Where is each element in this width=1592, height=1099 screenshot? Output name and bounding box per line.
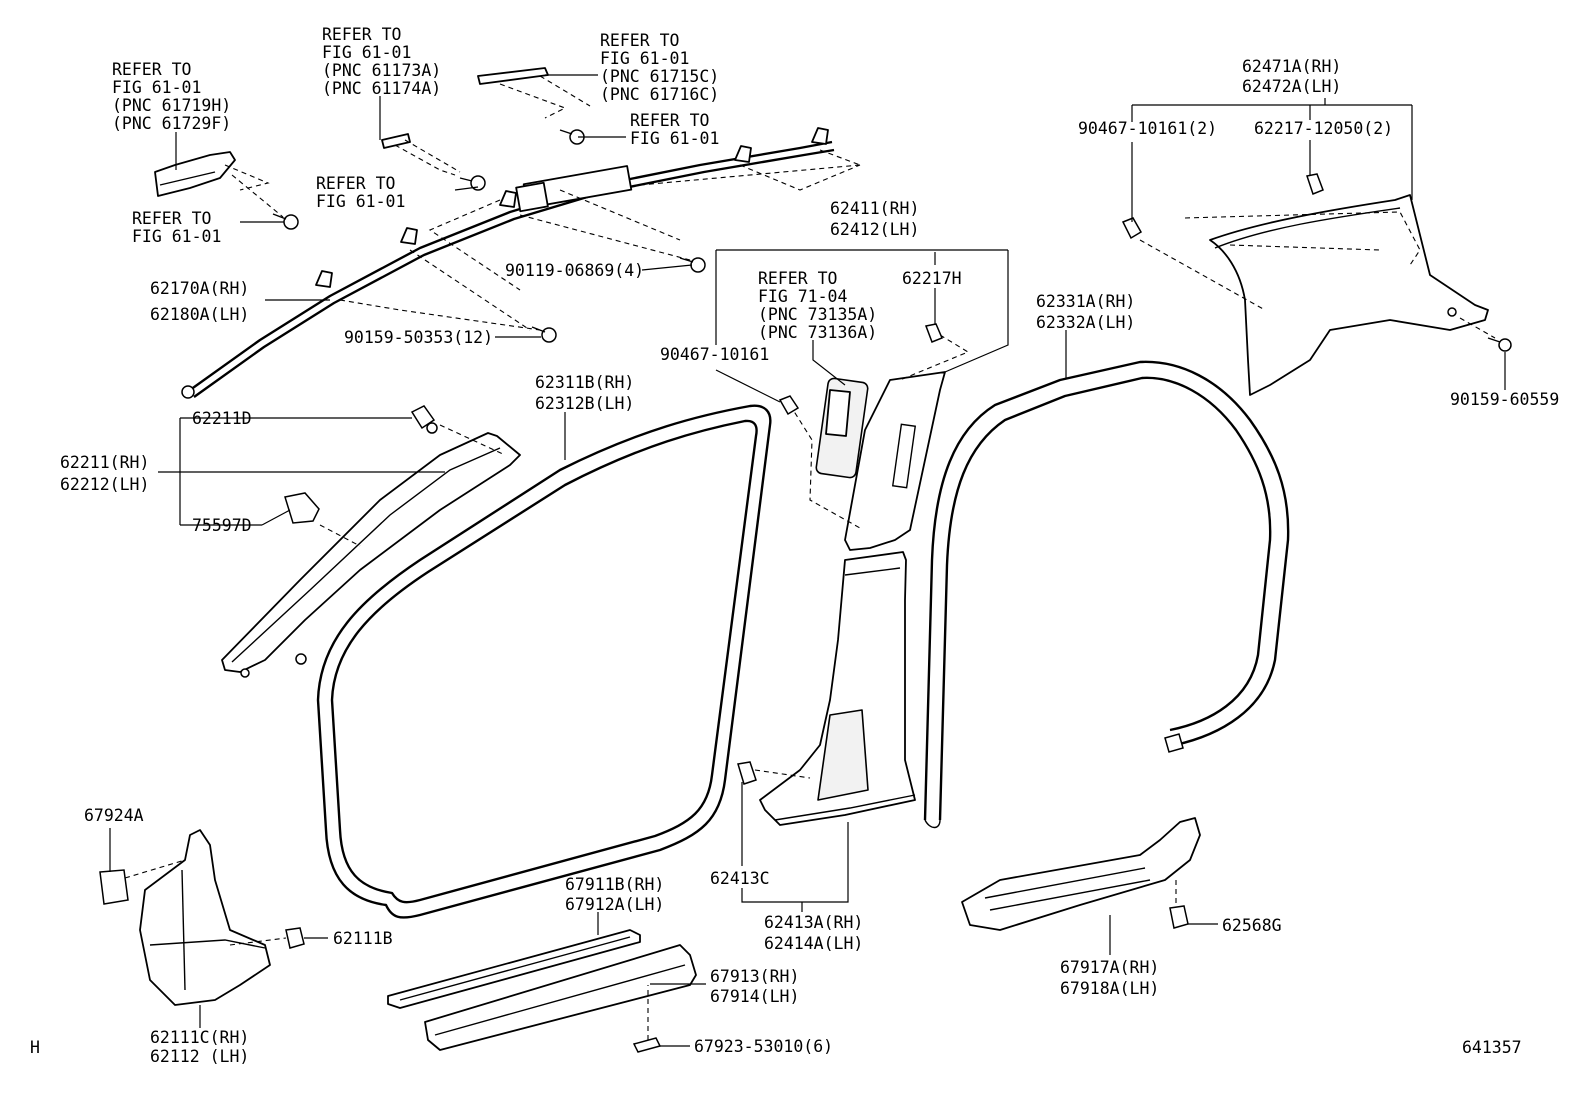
label-67917a: 67917A(RH): [1060, 958, 1159, 977]
label-62217-12050: 62217-12050(2): [1254, 119, 1393, 138]
bolts-top: [272, 129, 706, 343]
ref-61715c-line4: (PNC 61716C): [600, 85, 719, 104]
ref-61715c-line2: FIG 61-01: [600, 49, 689, 68]
label-62180a: 62180A(LH): [150, 305, 249, 324]
front-door-weatherstrip: [316, 404, 772, 919]
label-67924a: 67924A: [84, 806, 144, 825]
b-pillar-lower-garnish: [737, 551, 916, 826]
label-67913: 67913(RH): [710, 967, 799, 986]
label-62413c: 62413C: [710, 869, 770, 888]
label-90119: 90119-06869(4): [505, 261, 644, 280]
ref-61719h-line2: FIG 61-01: [112, 78, 201, 97]
label-62212: 62212(LH): [60, 475, 149, 494]
ref-71-line3: (PNC 73135A): [758, 305, 877, 324]
ref-bolt-top-line1: REFER TO: [630, 111, 709, 130]
ref-71-line2: FIG 71-04: [758, 287, 847, 306]
label-90159-50353: 90159-50353(12): [344, 328, 493, 347]
ref-left-line1: REFER TO: [132, 209, 211, 228]
label-62411: 62411(RH): [830, 199, 919, 218]
label-62112: 62112 (LH): [150, 1047, 249, 1066]
ref-61719h-line1: REFER TO: [112, 60, 191, 79]
label-62111b: 62111B: [333, 929, 393, 948]
ref-61715c-line1: REFER TO: [600, 31, 679, 50]
label-67923: 67923-53010(6): [694, 1037, 833, 1056]
label-62471a: 62471A(RH): [1242, 57, 1341, 76]
label-62111c: 62111C(RH): [150, 1028, 249, 1047]
label-67914: 67914(LH): [710, 987, 799, 1006]
quarter-trim-panel: [1121, 173, 1512, 396]
rear-scuff-plate: [961, 817, 1201, 931]
leader-lines: [109, 74, 1506, 1047]
label-90159-60559: 90159-60559: [1450, 390, 1559, 409]
b-pillar-upper-garnish: [778, 323, 970, 551]
labels: REFER TO FIG 61-01 (PNC 61719H) (PNC 617…: [30, 25, 1559, 1066]
label-62312b: 62312B(LH): [535, 394, 634, 413]
label-62217h: 62217H: [902, 269, 962, 288]
clip-61173a: [381, 133, 461, 176]
label-62472a: 62472A(LH): [1242, 77, 1341, 96]
ref-61715c-line3: (PNC 61715C): [600, 67, 719, 86]
label-75597d: 75597D: [192, 516, 252, 535]
label-67918a: 67918A(LH): [1060, 979, 1159, 998]
label-62170a: 62170A(RH): [150, 279, 249, 298]
label-62414a: 62414A(LH): [764, 934, 863, 953]
corner-label-left: H: [30, 1038, 40, 1057]
curtain-airbag-assembly: [181, 127, 861, 399]
ref-61173a-line1: REFER TO: [322, 25, 401, 44]
ref-left-line2: FIG 61-01: [132, 227, 221, 246]
corner-label-right: 641357: [1462, 1038, 1522, 1057]
ref-71-line4: (PNC 73136A): [758, 323, 877, 342]
label-62331a: 62331A(RH): [1036, 292, 1135, 311]
label-67912a: 67912A(LH): [565, 895, 664, 914]
a-pillar-garnish: [221, 405, 521, 678]
ref-61173a-line3: (PNC 61173A): [322, 61, 441, 80]
label-62332a: 62332A(LH): [1036, 313, 1135, 332]
ref-mid-line2: FIG 61-01: [316, 192, 405, 211]
ref-bolt-top-line2: FIG 61-01: [630, 129, 719, 148]
rear-door-weatherstrip: [923, 360, 1290, 829]
label-62412: 62412(LH): [830, 220, 919, 239]
label-62211d: 62211D: [192, 409, 252, 428]
cowl-side-trim: [99, 829, 305, 1006]
ref-61719h-line4: (PNC 61729F): [112, 114, 231, 133]
label-62413a: 62413A(RH): [764, 913, 863, 932]
label-67911b: 67911B(RH): [565, 875, 664, 894]
label-62311b: 62311B(RH): [535, 373, 634, 392]
bracket-61719h: [154, 151, 284, 218]
label-90467-a: 90467-10161: [660, 345, 769, 364]
front-scuff-plate: [387, 929, 697, 1053]
ref-61173a-line2: FIG 61-01: [322, 43, 411, 62]
ref-61719h-line3: (PNC 61719H): [112, 96, 231, 115]
label-90467-b: 90467-10161(2): [1078, 119, 1217, 138]
label-62568g: 62568G: [1222, 916, 1282, 935]
label-62211: 62211(RH): [60, 453, 149, 472]
ref-71-line1: REFER TO: [758, 269, 837, 288]
ref-mid-line1: REFER TO: [316, 174, 395, 193]
ref-61173a-line4: (PNC 61174A): [322, 79, 441, 98]
